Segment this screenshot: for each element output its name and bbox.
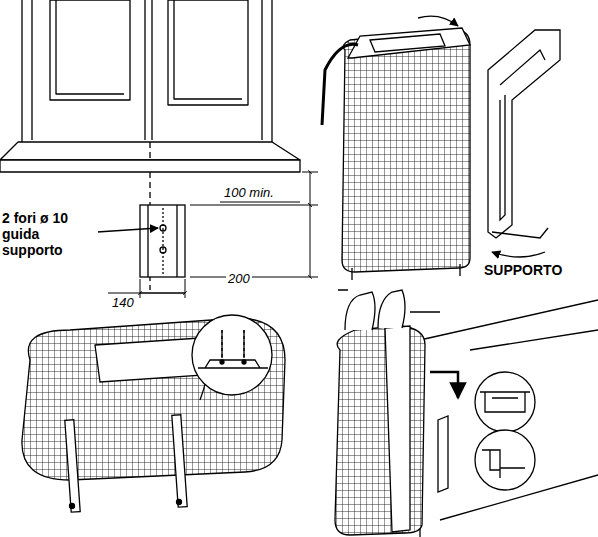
unit-on-back xyxy=(22,315,285,512)
support-guide xyxy=(97,205,185,290)
unit-mounting xyxy=(335,290,598,537)
dimension-label: 140 xyxy=(110,296,136,311)
dimension-label: 200 xyxy=(226,272,252,287)
dimension-label: 100 min. xyxy=(222,186,276,201)
outdoor-unit xyxy=(322,16,560,280)
note-label: 2 fori ø 10 guida supporto xyxy=(0,210,98,258)
dimension-lines xyxy=(108,172,318,298)
part-label: SUPPORTO xyxy=(482,262,564,278)
window-sill xyxy=(0,0,300,205)
